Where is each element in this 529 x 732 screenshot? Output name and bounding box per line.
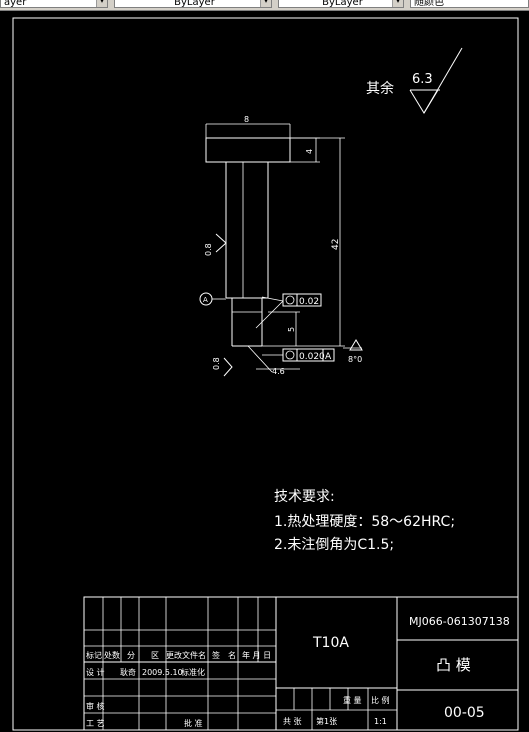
concentricity-icon bbox=[285, 350, 295, 360]
rev-header-doc: 更改文件名 bbox=[166, 650, 206, 660]
datum-angle-value: 8°0 bbox=[348, 355, 362, 364]
scale-label: 比 例 bbox=[371, 695, 390, 705]
head-height-value: 4 bbox=[305, 149, 314, 154]
datum-a-letter: A bbox=[203, 296, 208, 304]
standardize-label: 标准化 bbox=[181, 667, 205, 677]
chevron-down-icon[interactable]: ▾ bbox=[392, 0, 403, 7]
review-label: 审 核 bbox=[86, 701, 105, 711]
rev-header-sign: 签 bbox=[212, 650, 220, 660]
requirements-heading: 技术要求: bbox=[274, 489, 335, 505]
designer-name: 耿奇 bbox=[120, 667, 136, 677]
tip-diameter-dimension: 4.6 bbox=[247, 345, 300, 376]
width-value: 8 bbox=[244, 115, 249, 124]
roughness-value: 6.3 bbox=[412, 72, 433, 87]
rev-header-div: 分 bbox=[127, 651, 135, 660]
properties-toolbar: ayer ▾ ByLayer ▾ ByLayer ▾ 随颜色 bbox=[0, 0, 529, 11]
color-value: 随颜色 bbox=[414, 0, 444, 8]
rev-header-mark: 标记 bbox=[86, 650, 102, 660]
scale-value: 1:1 bbox=[374, 717, 387, 726]
length-dimension: 42 bbox=[262, 137, 345, 347]
upper-tolerance-value: 0.02 bbox=[299, 297, 319, 307]
tip-roughness: 0.8 bbox=[212, 357, 233, 377]
layer-value: ayer bbox=[4, 0, 27, 8]
punch-part bbox=[205, 137, 291, 347]
requirement-item-1: 1.热处理硬度：58～62HRC; bbox=[274, 514, 455, 530]
part-name: 凸 模 bbox=[436, 656, 471, 674]
roughness-triangle-icon bbox=[223, 357, 233, 377]
rev-header-zone: 区 bbox=[151, 651, 159, 660]
design-date: 2009.5.10 bbox=[142, 668, 183, 677]
roughness-prefix: 其余 bbox=[366, 80, 394, 97]
title-block: T10A MJ066-061307138 凸 模 00-05 标记 处数 分 区… bbox=[83, 596, 519, 731]
length-value: 42 bbox=[331, 239, 341, 250]
design-label: 设 计 bbox=[86, 667, 105, 677]
lower-tolerance-datum: A bbox=[325, 352, 332, 362]
punch-head bbox=[205, 137, 291, 163]
general-roughness-symbol: 其余 6.3 bbox=[366, 47, 463, 114]
sheet-code: 00-05 bbox=[444, 705, 485, 721]
head-height-dimension: 4 bbox=[290, 137, 320, 163]
datum-a-marker: A bbox=[199, 292, 226, 306]
chevron-down-icon[interactable]: ▾ bbox=[260, 0, 271, 7]
roughness-leg bbox=[423, 47, 463, 114]
lineweight-dropdown[interactable]: ByLayer ▾ bbox=[278, 0, 404, 8]
linetype-dropdown[interactable]: ByLayer ▾ bbox=[114, 0, 272, 8]
step-value: 5 bbox=[287, 327, 296, 332]
roughness-triangle-icon bbox=[409, 89, 439, 114]
upper-tolerance-frame: 0.02 bbox=[255, 293, 322, 329]
rev-header-date: 年 月 日 bbox=[242, 650, 271, 660]
cad-drawing-canvas[interactable]: 其余 6.3 8 4 42 0.8 bbox=[0, 10, 529, 732]
sheets-total: 共 张 bbox=[283, 717, 302, 726]
rev-header-count: 处数 bbox=[104, 650, 120, 660]
lineweight-value: ByLayer bbox=[322, 0, 363, 8]
linetype-value: ByLayer bbox=[174, 0, 215, 8]
layer-dropdown[interactable]: ayer ▾ bbox=[0, 0, 108, 8]
drawing-number: MJ066-061307138 bbox=[409, 615, 510, 628]
lower-tolerance-frame: 0.020 A bbox=[262, 348, 335, 362]
technical-requirements: 技术要求: 1.热处理硬度：58～62HRC; 2.未注倒角为C1.5; bbox=[274, 489, 455, 553]
requirement-item-2: 2.未注倒角为C1.5; bbox=[274, 537, 394, 553]
chevron-down-icon[interactable]: ▾ bbox=[96, 0, 107, 7]
width-dimension: 8 bbox=[205, 115, 291, 138]
color-dropdown[interactable]: 随颜色 bbox=[410, 0, 529, 8]
shank-roughness-value: 0.8 bbox=[204, 243, 213, 256]
weight-label: 重 量 bbox=[343, 695, 362, 705]
shank-roughness: 0.8 bbox=[204, 233, 227, 256]
title-block-frame bbox=[83, 596, 519, 731]
material-value: T10A bbox=[312, 635, 349, 651]
tip-diameter-value: 4.6 bbox=[272, 367, 285, 376]
lower-tolerance-value: 0.020 bbox=[299, 352, 325, 362]
approve-label: 批 准 bbox=[184, 718, 203, 728]
rev-header-name: 名 bbox=[228, 650, 236, 660]
sheet-number: 第1张 bbox=[316, 716, 337, 726]
roughness-triangle-icon bbox=[215, 233, 227, 253]
step-dimension: 5 bbox=[268, 311, 300, 346]
process-label: 工 艺 bbox=[86, 719, 105, 728]
datum-triangle: 8°0 bbox=[343, 339, 363, 364]
tip-roughness-value: 0.8 bbox=[212, 357, 221, 370]
concentricity-icon bbox=[285, 295, 295, 305]
datum-triangle-icon bbox=[349, 339, 363, 351]
